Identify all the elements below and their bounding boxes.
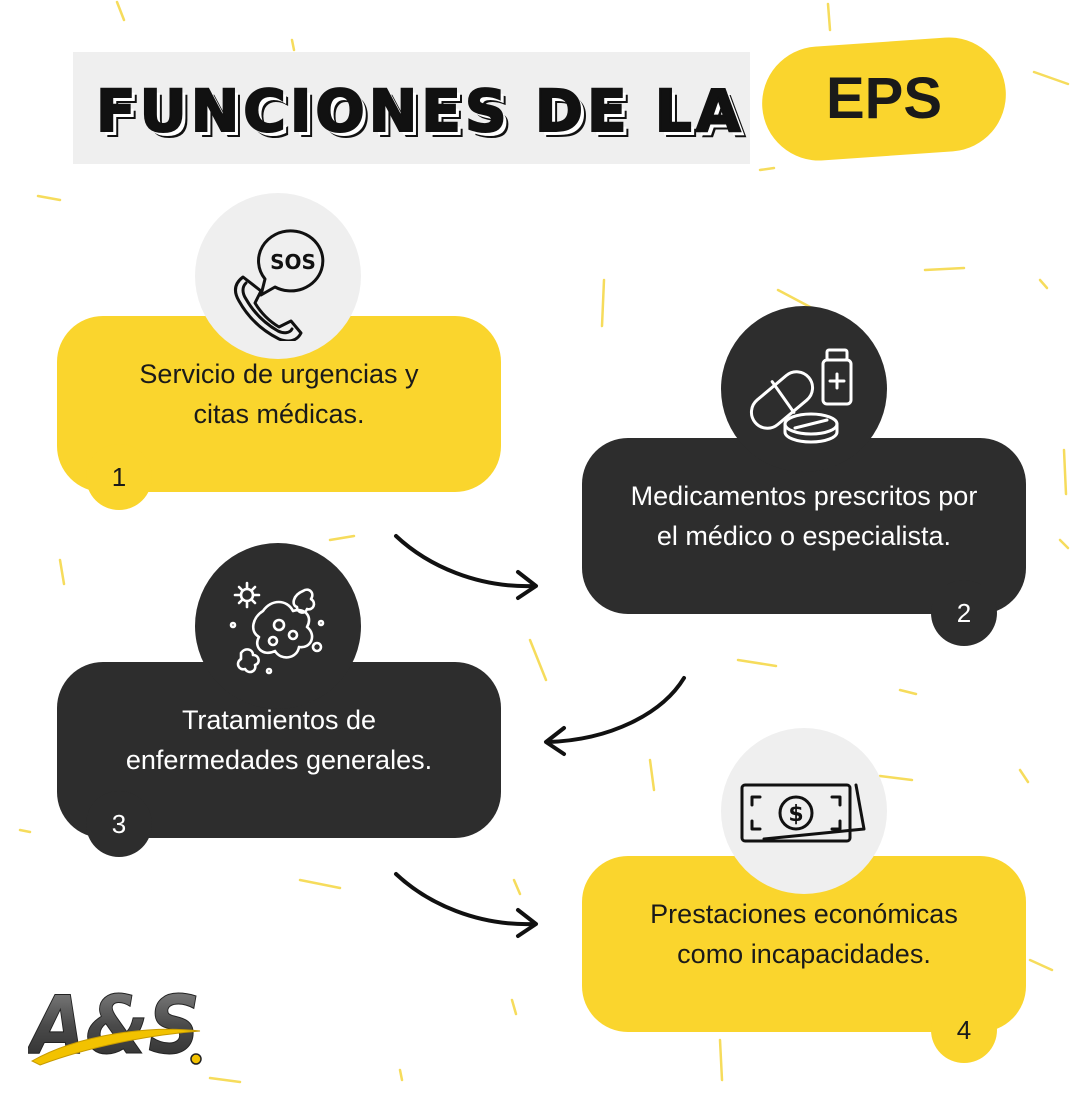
company-logo: A&S	[28, 979, 202, 1067]
step-text-2: Medicamentos prescritos por el médico o …	[630, 481, 978, 551]
step-icon-circle-3	[195, 543, 361, 709]
svg-text:$: $	[788, 802, 803, 827]
step-icon-circle-2	[721, 306, 887, 472]
step-number-4: 4	[931, 997, 997, 1063]
step-text-3: Tratamientos de enfermedades generales.	[125, 705, 433, 775]
step-icon-circle-1: SOS	[195, 193, 361, 359]
step-text-4: Prestaciones económicas como incapacidad…	[650, 899, 958, 969]
step-card-3: Tratamientos de enfermedades generales.	[57, 662, 501, 838]
title-highlight-text: EPS	[825, 66, 943, 131]
step-number-2: 2	[931, 580, 997, 646]
sos-phone-icon: SOS	[234, 229, 325, 341]
virus-icon	[229, 581, 325, 675]
step-number-1: 1	[86, 444, 152, 510]
page-title: FUNCIONES DE LA	[95, 76, 745, 146]
step-text-1: Servicio de urgencias y citas médicas.	[139, 359, 419, 429]
sos-label: SOS	[270, 250, 316, 274]
money-bill-icon: $	[740, 783, 866, 843]
step-number-3: 3	[86, 791, 152, 857]
arrow-step3-to-step4	[394, 872, 538, 938]
arrow-step1-to-step2	[394, 534, 538, 600]
title-background	[73, 52, 750, 164]
step-icon-circle-4: $	[721, 728, 887, 894]
arrow-step2-to-step3	[544, 676, 686, 756]
medicine-icon	[749, 348, 853, 444]
